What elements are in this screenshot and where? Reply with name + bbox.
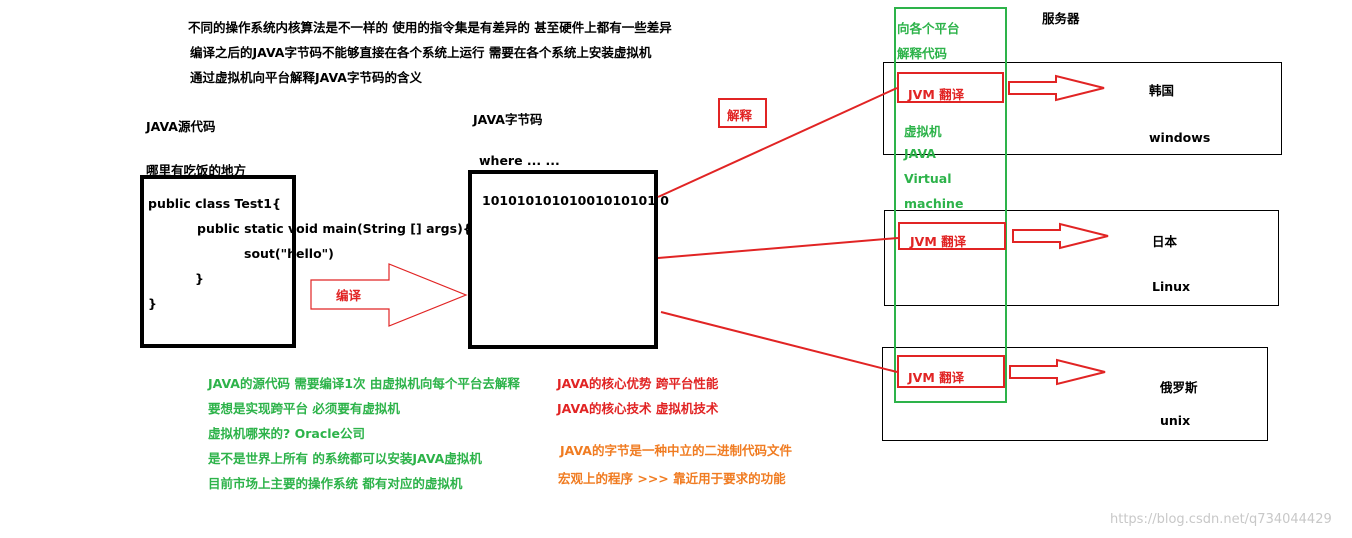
interpret-label-box: [718, 98, 767, 128]
green-note-4: 是不是世界上所有 的系统都可以安装JAVA虚拟机: [208, 451, 482, 466]
note-line-3: 通过虚拟机向平台解释JAVA字节码的含义: [190, 70, 422, 85]
column-heading-1: 向各个平台: [897, 21, 960, 36]
source-code-box: [140, 175, 296, 348]
compile-label: 编译: [336, 288, 362, 303]
jvm-arrow-3: [1009, 358, 1106, 386]
code-line-4: }: [195, 271, 204, 286]
vm-line-3: Virtual: [904, 171, 952, 186]
green-note-5: 目前市场上主要的操作系统 都有对应的虚拟机: [208, 476, 463, 491]
note-line-1: 不同的操作系统内核算法是不一样的 使用的指令集是有差异的 甚至硬件上都有一些差异: [188, 20, 672, 35]
jvm-arrow-1: [1008, 74, 1105, 102]
note-line-2: 编译之后的JAVA字节码不能够直接在各个系统上运行 需要在各个系统上安装虚拟机: [190, 45, 652, 60]
server-country-1: 韩国: [1149, 83, 1175, 98]
orange-note-2: 宏观上的程序 >>> 靠近用于要求的功能: [558, 471, 786, 486]
source-title: JAVA源代码: [146, 119, 216, 134]
code-line-1: public class Test1{: [148, 196, 281, 211]
jvm-arrow-2: [1012, 222, 1109, 250]
red-note-2: JAVA的核心技术 虚拟机技术: [557, 401, 719, 416]
code-line-3: sout("hello"): [244, 246, 334, 261]
server-os-1: windows: [1149, 130, 1211, 145]
server-box-japan: [884, 210, 1279, 306]
green-note-3: 虚拟机哪来的? Oracle公司: [208, 426, 366, 441]
jvm-label-1: JVM 翻译: [908, 87, 965, 102]
vm-line-2: JAVA: [904, 146, 936, 161]
orange-note-1: JAVA的字节是一种中立的二进制代码文件: [560, 443, 792, 458]
server-country-2: 日本: [1152, 234, 1178, 249]
jvm-box-1: [897, 72, 1004, 103]
code-line-2: public static void main(String [] args){: [197, 221, 472, 236]
jvm-column: [894, 7, 1007, 403]
server-box-korea: [883, 62, 1282, 155]
bytecode-box: [468, 170, 658, 349]
server-os-2: Linux: [1152, 279, 1191, 294]
jvm-box-2: [898, 222, 1006, 250]
vm-line-4: machine: [904, 196, 964, 211]
watermark: https://blog.csdn.net/q734044429: [1110, 512, 1332, 527]
jvm-box-3: [897, 355, 1005, 388]
vm-line-1: 虚拟机: [904, 124, 942, 139]
column-heading-2: 解释代码: [897, 46, 948, 61]
bytecode-title: JAVA字节码: [473, 112, 543, 127]
jvm-label-3: JVM 翻译: [908, 370, 965, 385]
bytecode-where: where ... ...: [479, 153, 560, 168]
code-line-5: }: [148, 296, 157, 311]
interpret-line-3: [660, 311, 898, 373]
server-box-russia: [882, 347, 1268, 441]
server-os-3: unix: [1160, 413, 1191, 428]
interpret-line-1: [657, 87, 898, 198]
interpret-line-2: [657, 237, 899, 259]
compile-arrow: [310, 263, 468, 327]
red-note-1: JAVA的核心优势 跨平台性能: [557, 376, 719, 391]
green-note-2: 要想是实现跨平台 必须要有虚拟机: [208, 401, 400, 416]
server-country-3: 俄罗斯: [1160, 380, 1198, 395]
server-label: 服务器: [1042, 11, 1080, 26]
bytecode-bits: 10101010101001010101 0: [482, 193, 669, 208]
green-note-1: JAVA的源代码 需要编译1次 由虚拟机向每个平台去解释: [208, 376, 520, 391]
interpret-label: 解释: [727, 108, 753, 123]
source-subtitle: 哪里有吃饭的地方: [146, 163, 247, 178]
jvm-label-2: JVM 翻译: [910, 234, 967, 249]
